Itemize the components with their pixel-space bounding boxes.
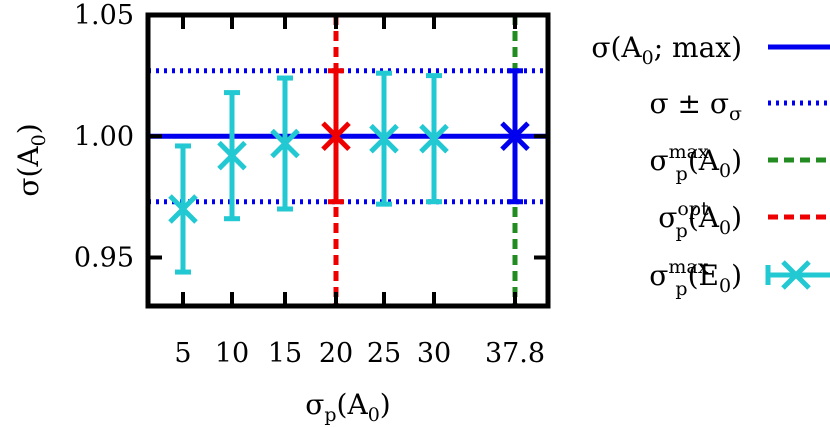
label-part: σ(A [12, 146, 45, 197]
x-tick-label: 20 [319, 338, 353, 369]
plot-frame [145, 12, 551, 309]
label-part: 0 [28, 134, 50, 146]
errorbar-marker-stroke-b [270, 128, 300, 159]
x-tick-label: 25 [367, 338, 401, 369]
label-part: ; max) [654, 31, 742, 64]
x-tick-label: 30 [417, 338, 451, 369]
y-tick-label: 1.05 [74, 0, 134, 31]
label-part: 0 [719, 275, 731, 297]
label-part: σ [649, 259, 668, 292]
legend-label: σ(A0; max) [591, 31, 742, 69]
label-part: (A [688, 201, 720, 234]
y-axis-label: σ(A0) [12, 123, 50, 196]
plot-area [148, 15, 548, 306]
errorbar-point-30 [419, 73, 449, 205]
errorbar-point-10 [217, 90, 247, 222]
label-part: max [668, 256, 708, 278]
legend-label: σ ± σσ [650, 87, 743, 125]
errorbar-marker-stroke-b [217, 140, 247, 171]
errorbar-point-37-8 [500, 68, 530, 205]
label-part: σ [305, 388, 324, 421]
label-part: ) [731, 201, 742, 234]
label-part: 0 [642, 47, 654, 69]
errorbar-point-25 [369, 70, 399, 207]
label-part: σ [658, 201, 677, 234]
errorbar-marker-stroke-b [419, 123, 449, 154]
legend-item: σ ± σσ [650, 87, 830, 125]
label-part: σ [649, 144, 668, 177]
label-part: p [676, 220, 688, 242]
label-part: σ(A [591, 31, 642, 64]
label-part: σ ± σ [650, 87, 730, 120]
x-tick-label: 5 [174, 338, 191, 369]
x-tick-label: 10 [215, 338, 249, 369]
label-part: (A [337, 388, 369, 421]
errorbar-marker-stroke-b [168, 194, 198, 224]
label-part: max [669, 141, 709, 163]
y-tick-label: 0.95 [74, 243, 134, 274]
label-part: 0 [719, 160, 731, 182]
label-part: ) [380, 388, 391, 421]
label-part: ) [12, 123, 45, 134]
errorbar-marker-stroke-b [500, 121, 530, 152]
errorbar-marker-stroke-b [321, 121, 351, 152]
label-part: p [675, 278, 687, 300]
label-part: σ [729, 103, 742, 125]
label-part: p [676, 163, 688, 185]
errorbar-point-20 [321, 68, 351, 205]
label-part: (E [688, 259, 719, 292]
label-part: ) [731, 259, 742, 292]
x-axis-label: σp(A0) [305, 388, 390, 426]
legend-item: σ(A0; max) [591, 31, 830, 69]
label-part: 0 [719, 217, 731, 239]
legend-swatch-marker-stroke-b [781, 260, 811, 290]
errorbar-marker-stroke-b [369, 123, 399, 154]
label-part: p [324, 404, 336, 426]
y-tick-label: 1.00 [74, 121, 134, 152]
label-part: 0 [368, 404, 380, 426]
label-part: opt [677, 198, 709, 220]
errorbar-point-5 [168, 143, 198, 275]
label-part: (A [688, 144, 720, 177]
x-tick-label: 37.8 [485, 338, 545, 369]
errorbar-point-15 [270, 75, 300, 212]
label-part: ) [731, 144, 742, 177]
x-tick-label: 15 [268, 338, 302, 369]
